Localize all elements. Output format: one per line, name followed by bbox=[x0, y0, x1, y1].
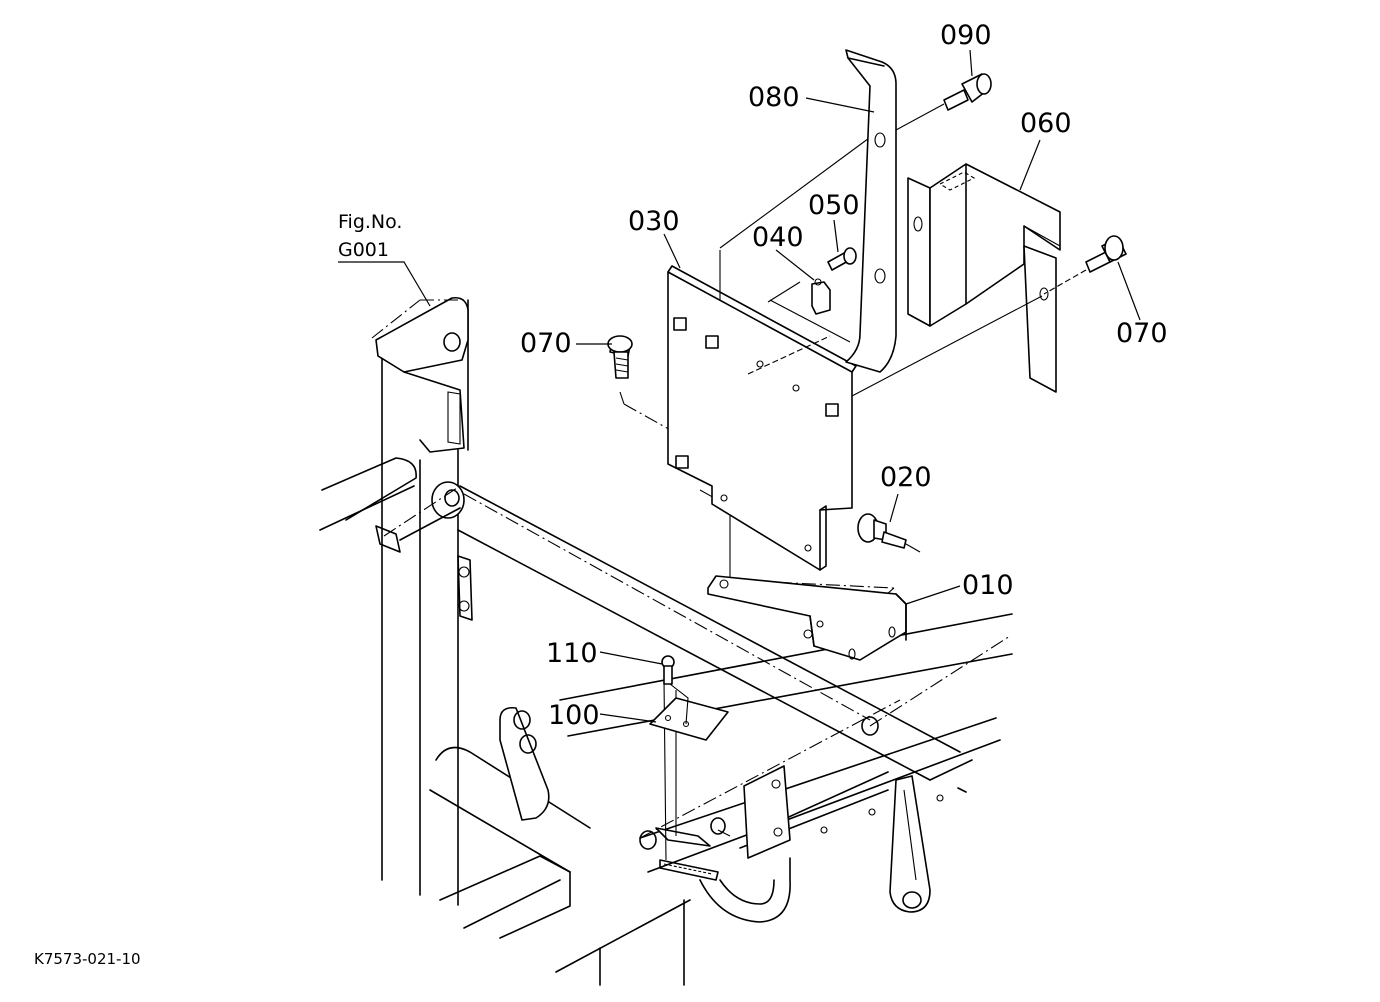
part-010-base-bracket bbox=[707, 575, 907, 661]
figure-reference-line1: Fig.No. bbox=[338, 211, 402, 233]
part-050-screw bbox=[827, 247, 857, 271]
part-110-bolt bbox=[661, 655, 675, 685]
part-100-plate bbox=[649, 683, 729, 741]
callout-010: 010 bbox=[962, 570, 1014, 601]
part-070-flange-bolt-left bbox=[607, 335, 633, 379]
callout-070-right: 070 bbox=[1116, 318, 1168, 349]
callout-020: 020 bbox=[880, 462, 932, 493]
part-060-cover bbox=[851, 163, 1061, 397]
callout-060: 060 bbox=[1020, 108, 1072, 139]
callout-100: 100 bbox=[548, 700, 600, 731]
part-callouts: 090 080 060 050 030 040 070 070 020 010 … bbox=[520, 20, 1168, 731]
part-070-flange-bolt-right bbox=[1043, 235, 1127, 295]
callout-110: 110 bbox=[546, 638, 598, 669]
figure-reference-line2: G001 bbox=[338, 239, 389, 261]
callout-leader-lines bbox=[338, 49, 1141, 723]
callout-050: 050 bbox=[808, 190, 860, 221]
part-090-flange-bolt bbox=[943, 73, 992, 111]
part-080-long-bracket bbox=[845, 49, 945, 373]
callout-090: 090 bbox=[940, 20, 992, 51]
callout-070-left: 070 bbox=[520, 328, 572, 359]
figure-reference: Fig.No. G001 bbox=[338, 211, 402, 261]
drawing-id: K7573-021-10 bbox=[34, 950, 141, 968]
callout-040: 040 bbox=[752, 222, 804, 253]
part-040-clip bbox=[811, 278, 831, 315]
frame-assembly bbox=[319, 296, 1013, 986]
callout-030: 030 bbox=[628, 206, 680, 237]
part-030-bracket-plate bbox=[667, 129, 881, 571]
part-020-flange-bolt bbox=[857, 513, 921, 553]
callout-080: 080 bbox=[748, 82, 800, 113]
